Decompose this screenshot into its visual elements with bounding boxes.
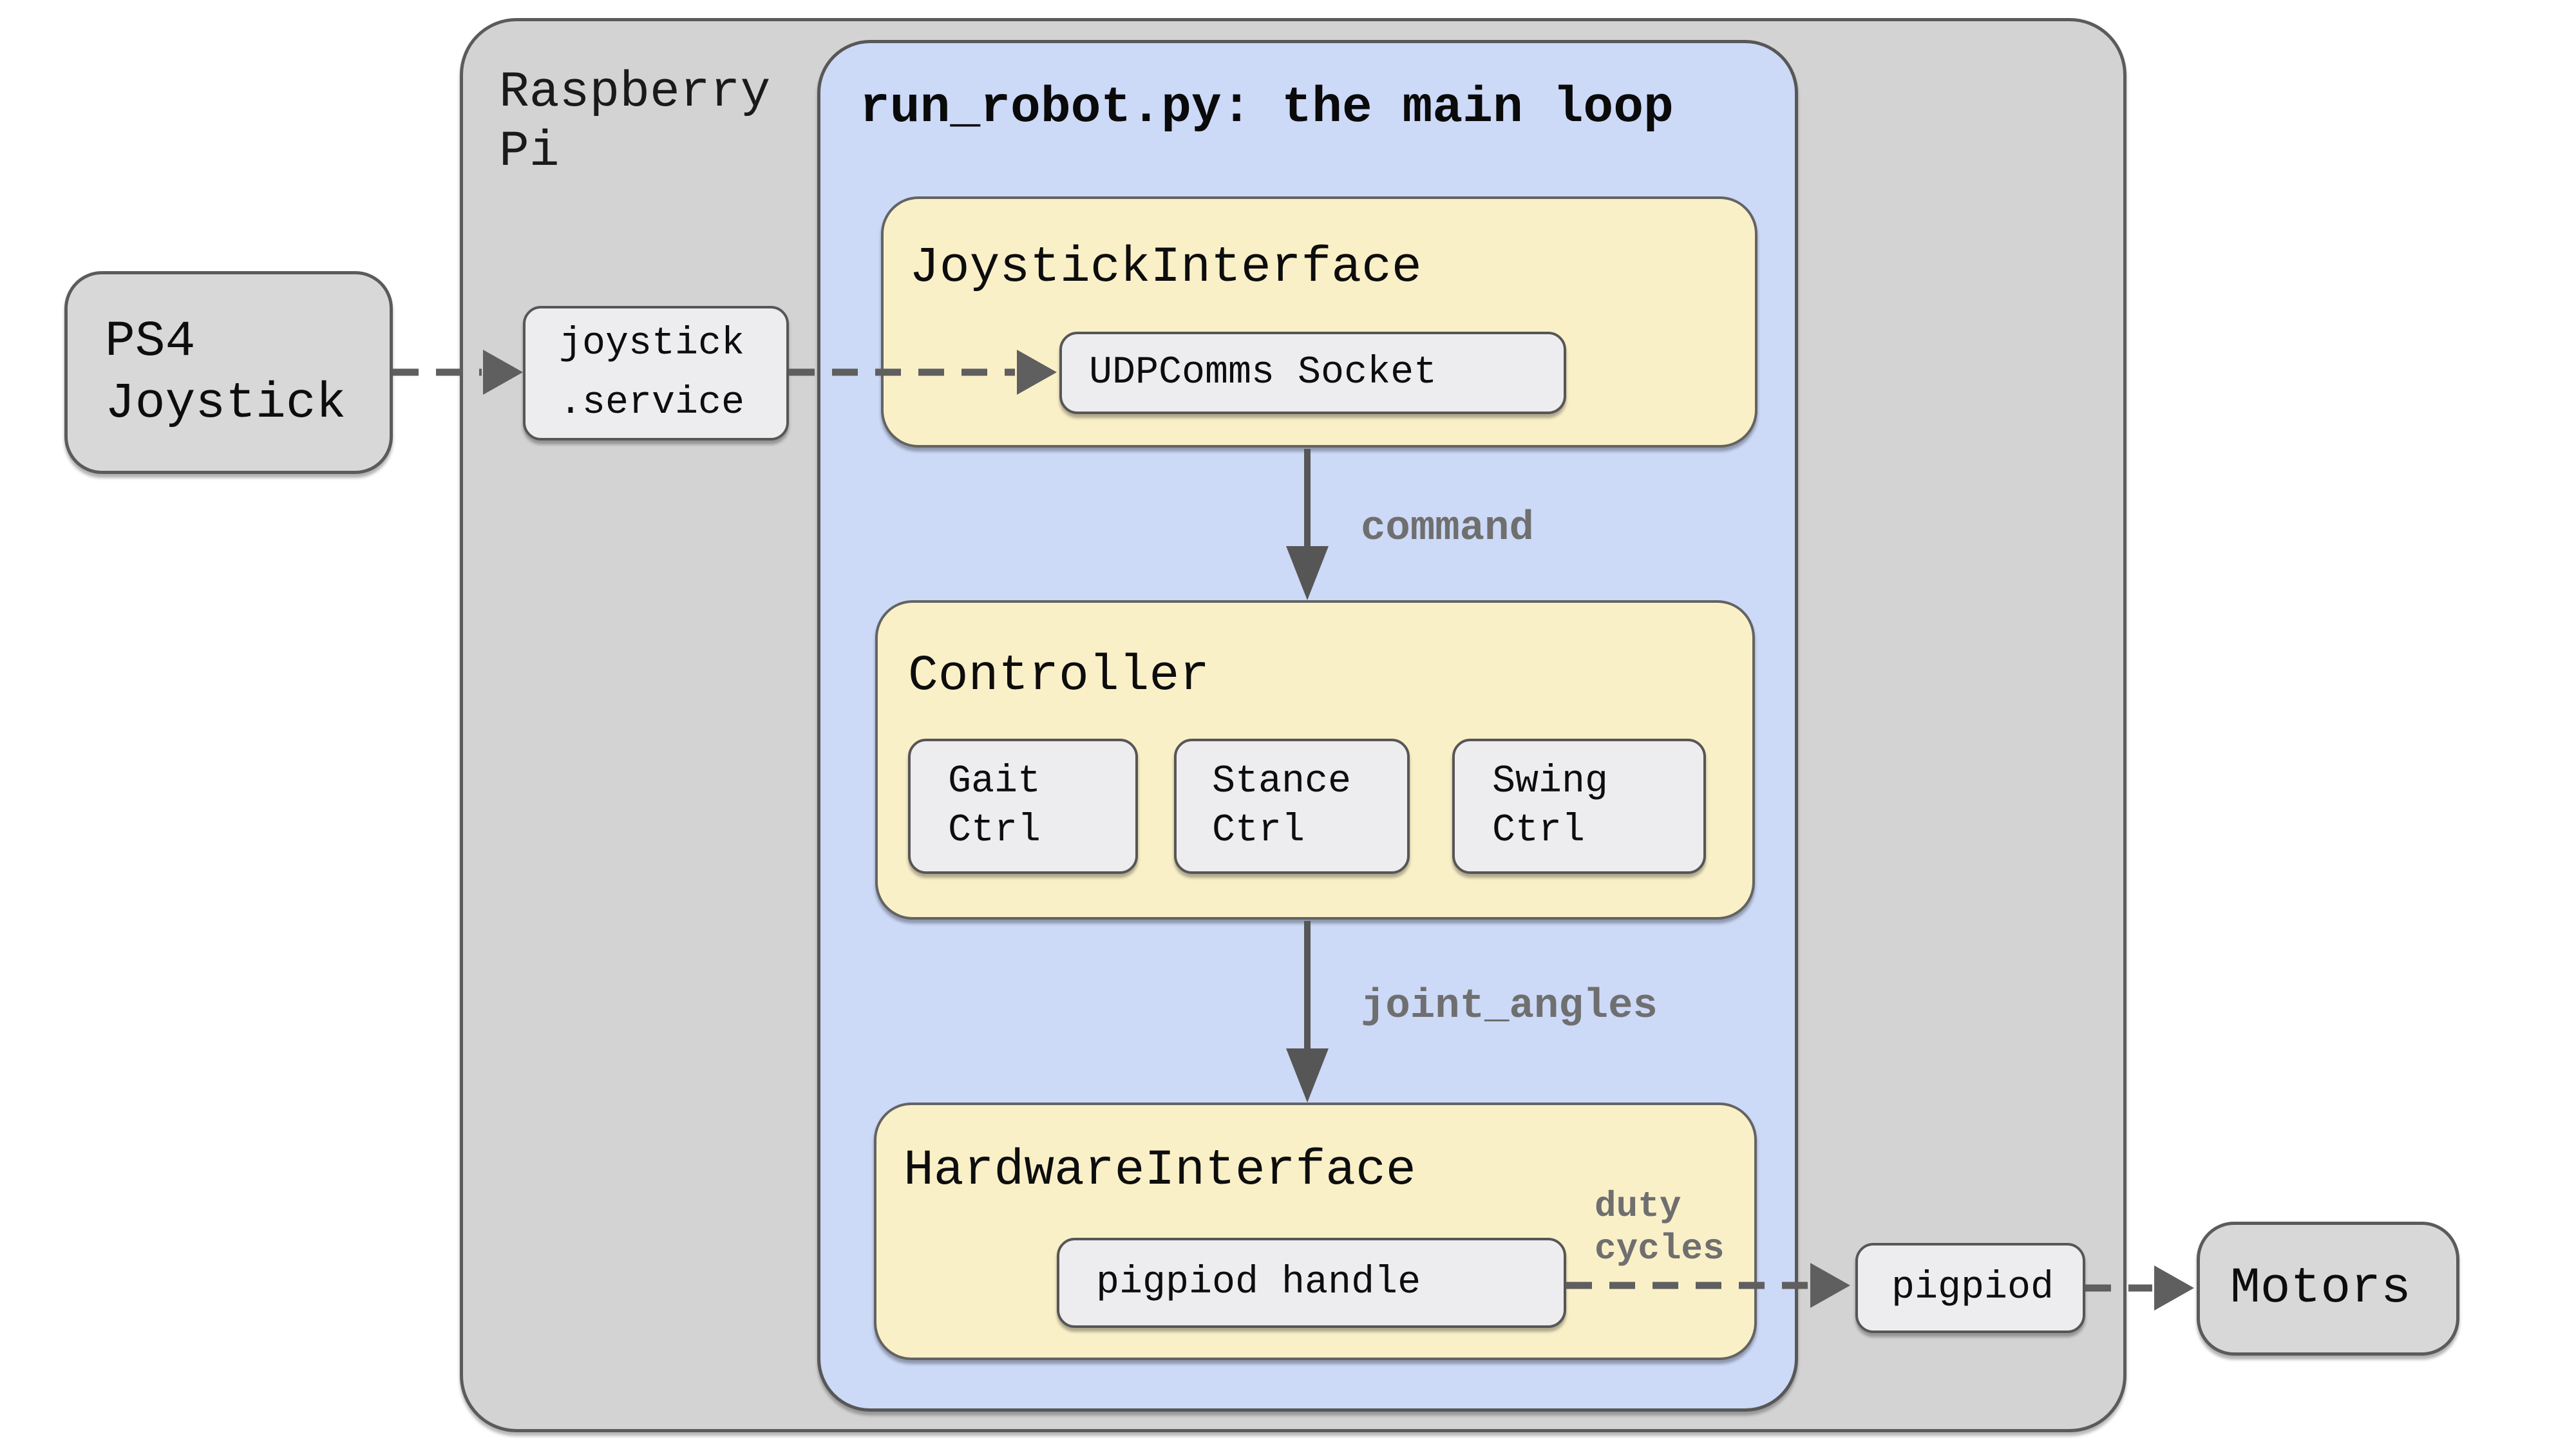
joint-angles-arrow-label: joint_angles (1361, 983, 1658, 1030)
swing-ctrl-chip: Swing Ctrl (1452, 739, 1706, 874)
raspberry-pi-label: Raspberry Pi (499, 63, 770, 182)
ps4-joystick-line1: PS4 (105, 313, 196, 370)
swing-ctrl-line2: Ctrl (1492, 809, 1586, 853)
joystick-service-line1: joystick (559, 321, 745, 366)
duty-cycles-line2: cycles (1595, 1228, 1725, 1269)
joystick-interface-title: JoystickInterface (909, 240, 1422, 296)
ps4-joystick-line2: Joystick (105, 375, 346, 432)
hardware-interface-title: HardwareInterface (904, 1142, 1416, 1199)
pigpiod-daemon-chip: pigpiod (1855, 1243, 2085, 1333)
udpcomms-socket-label: UDPComms Socket (1089, 351, 1437, 395)
gait-ctrl-chip: Gait Ctrl (908, 739, 1138, 874)
motors-label: Motors (2230, 1260, 2411, 1317)
gait-ctrl-line2: Ctrl (948, 809, 1041, 853)
joystick-service-chip: joystick .service (523, 306, 789, 440)
ps4-joystick-node: PS4 Joystick (64, 271, 393, 474)
stance-ctrl-chip: Stance Ctrl (1174, 739, 1410, 874)
controller-title: Controller (908, 648, 1210, 705)
joystick-service-line2: .service (559, 381, 745, 425)
pigpiod-handle-chip: pigpiod handle (1057, 1238, 1566, 1328)
command-arrow-label: command (1361, 506, 1534, 552)
pigpiod-daemon-label: pigpiod (1891, 1266, 2054, 1310)
raspberry-pi-label-line2: Pi (499, 124, 560, 180)
raspberry-pi-label-line1: Raspberry (499, 64, 771, 121)
arrowhead-pigpiod-to-motors (2154, 1265, 2194, 1311)
gait-ctrl-line1: Gait (948, 760, 1041, 804)
udpcomms-socket-chip: UDPComms Socket (1059, 332, 1566, 414)
stance-ctrl-line1: Stance (1212, 760, 1352, 804)
duty-cycles-label: duty cycles (1595, 1185, 1725, 1270)
pigpiod-handle-label: pigpiod handle (1096, 1261, 1421, 1305)
stance-ctrl-line2: Ctrl (1212, 809, 1305, 853)
main-loop-title: run_robot.py: the main loop (860, 80, 1674, 137)
duty-cycles-line1: duty (1595, 1186, 1681, 1227)
joystick-interface-box (881, 196, 1757, 448)
swing-ctrl-line1: Swing (1492, 760, 1609, 804)
motors-node: Motors (2197, 1222, 2459, 1356)
